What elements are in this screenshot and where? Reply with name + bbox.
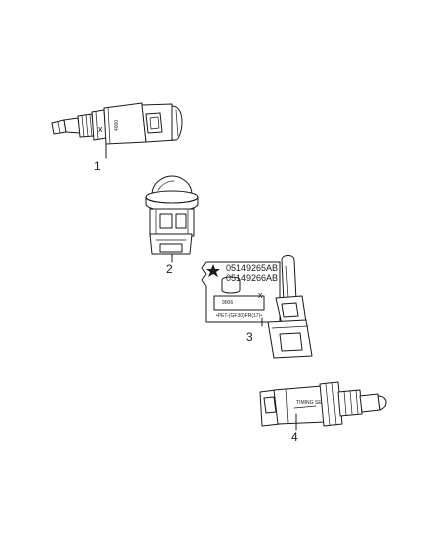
part-4-callout: 4 <box>291 430 298 444</box>
part-3-x-mark: x <box>258 290 263 300</box>
part-3-sensor: 05149265AB 05149266AB 9006 •PET-(GF30)FR… <box>201 255 313 359</box>
part-2-callout: 2 <box>166 262 173 276</box>
brand-emblem-icon <box>206 264 220 277</box>
part-3-part-number-2: 05149266AB <box>226 273 278 283</box>
part-4-body-mark: TIMING SENSOR <box>296 400 336 406</box>
part-4-sensor: TIMING SENSOR 4 <box>259 381 387 444</box>
part-3-code: 9006 <box>222 300 233 306</box>
part-2-sensor: 2 <box>145 175 199 276</box>
part-3-part-number-1: 05149265AB <box>226 263 278 273</box>
part-3-note: •PET-(GF30)FR(17)• <box>216 313 262 319</box>
part-1-sensor: 4000 x 1 <box>51 102 183 173</box>
part-1-x-mark: x <box>98 124 103 134</box>
part-3-callout: 3 <box>246 330 253 344</box>
part-1-callout: 1 <box>94 159 101 173</box>
part-1-body-mark: 4000 <box>114 120 120 131</box>
